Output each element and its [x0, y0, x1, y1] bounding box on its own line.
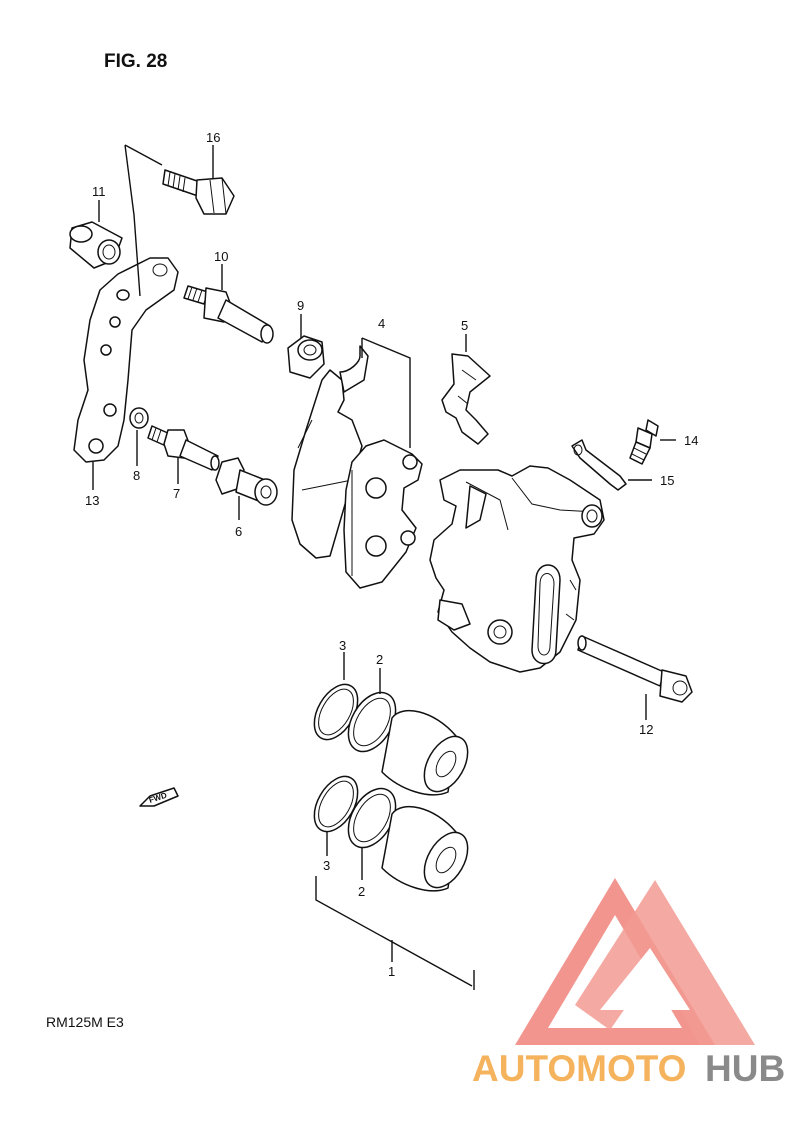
callout-label: 4: [378, 316, 385, 331]
callout-label: 12: [639, 722, 653, 737]
figure-title: FIG. 28: [104, 51, 167, 72]
callout-label: 6: [235, 524, 242, 539]
part-bracket-13: [73, 257, 179, 463]
watermark-text-primary: AUTOMOTO: [472, 1048, 686, 1089]
part-caliper-body: [429, 465, 605, 673]
part-brake-pads-4: [291, 345, 423, 589]
fwd-arrow-icon: FWD: [139, 787, 179, 807]
part-pin-10: [183, 285, 274, 344]
model-code: RM125M E3: [46, 1014, 124, 1030]
watermark-text-secondary: HUB: [705, 1048, 785, 1089]
callout-label: 11: [92, 184, 106, 199]
callout-label: 13: [85, 493, 99, 508]
leader-13-group: [124, 144, 163, 297]
part-boot-9: [287, 335, 325, 379]
leader-1-group: [315, 876, 475, 990]
callout-label: 10: [214, 249, 228, 264]
callout-label: 7: [173, 486, 180, 501]
callout-label: 16: [206, 130, 220, 145]
callout-label: 15: [660, 473, 674, 488]
part-bleeder-valve-14: [629, 419, 659, 465]
part-bushing-11: [69, 221, 123, 269]
watermark-logo-icon: [515, 878, 755, 1045]
leader-4: [361, 337, 411, 448]
part-bolt-16: [162, 169, 235, 215]
callout-label: 8: [133, 468, 140, 483]
callout-label: 2: [376, 652, 383, 667]
callout-label: 1: [388, 964, 395, 979]
part-clip-15: [571, 439, 627, 491]
callout-label: 5: [461, 318, 468, 333]
callout-label: 3: [323, 858, 330, 873]
part-spring-clip-5: [441, 353, 491, 445]
part-pin-6: [215, 457, 278, 506]
callout-label: 3: [339, 638, 346, 653]
part-bolt-7: [147, 425, 220, 471]
callout-label: 2: [358, 884, 365, 899]
part-washer-8: [129, 407, 149, 429]
callout-label: 14: [684, 433, 698, 448]
part-slide-pin-12: [577, 635, 693, 703]
part-piston-lower: [313, 775, 469, 892]
part-piston-upper: [313, 683, 469, 796]
callout-label: 9: [297, 298, 304, 313]
